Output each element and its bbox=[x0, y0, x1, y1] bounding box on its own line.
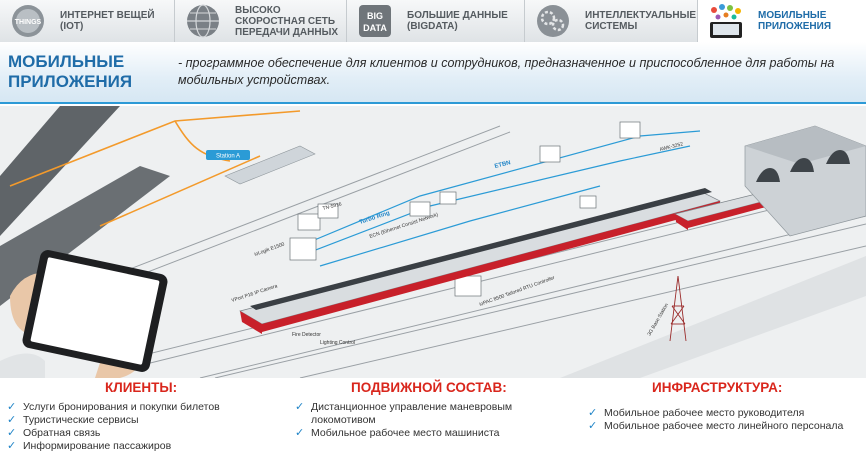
tab-label: ВЫСОКО СКОРОСТНАЯ СЕТЬ ПЕРЕДАЧИ ДАННЫХ bbox=[235, 4, 339, 38]
page-title: МОБИЛЬНЫЕ ПРИЛОЖЕНИЯ bbox=[8, 52, 133, 91]
check-icon: ✓ bbox=[7, 440, 17, 452]
access-point-label: AWK-3252 bbox=[659, 141, 684, 153]
check-icon: ✓ bbox=[588, 407, 598, 419]
svg-text:DATA: DATA bbox=[363, 23, 387, 33]
rolling-stock-column: ПОДВИЖНОЙ СОСТАВ: ✓Дистанционное управле… bbox=[293, 380, 583, 440]
infrastructure-list: ✓Мобильное рабочее место руководителя ✓М… bbox=[586, 407, 862, 433]
tab-internet-of-things[interactable]: THINGS ИНТЕРНЕТ ВЕЩЕЙ (IoT) bbox=[0, 0, 175, 42]
list-item: ✓Услуги бронирования и покупки билетов bbox=[7, 401, 220, 413]
tab-label: ИНТЕЛЛЕКТУАЛЬНЫЕ СИСТЕМЫ bbox=[585, 10, 697, 32]
list-item: ✓Туристические сервисы bbox=[7, 414, 139, 426]
tab-intelligent-systems[interactable]: ИНТЕЛЛЕКТУАЛЬНЫЕ СИСТЕМЫ bbox=[525, 0, 698, 42]
railway-network-illustration: Station A ETBN Turbo Ring ECN (Ethernet … bbox=[0, 106, 866, 378]
list-item: ✓Мобильное рабочее место линейного персо… bbox=[588, 420, 844, 432]
section-header: МОБИЛЬНЫЕ ПРИЛОЖЕНИЯ - программное обесп… bbox=[0, 42, 866, 104]
mobile-apps-icon bbox=[704, 2, 748, 40]
list-item: ✓Дистанционное управление маневровым лок… bbox=[295, 401, 513, 426]
list-item: ✓Мобильное рабочее место машиниста bbox=[295, 427, 500, 439]
blue-network-lines bbox=[299, 130, 701, 267]
infrastructure-column: ИНФРАСТРУКТУРА: ✓Мобильное рабочее место… bbox=[586, 380, 862, 433]
check-icon: ✓ bbox=[295, 427, 305, 439]
tab-label: ИНТЕРНЕТ ВЕЩЕЙ (IoT) bbox=[60, 10, 155, 32]
fire-detector-label: Fire Detector bbox=[292, 332, 321, 338]
switch-label: TN-5916 bbox=[322, 201, 343, 212]
train-depot bbox=[744, 125, 866, 237]
rolling-stock-heading: ПОДВИЖНОЙ СОСТАВ: bbox=[351, 380, 507, 395]
clients-heading: КЛИЕНТЫ: bbox=[105, 380, 178, 395]
tab-mobile-apps[interactable]: МОБИЛЬНЫЕ ПРИЛОЖЕНИЯ bbox=[698, 0, 866, 42]
list-item: ✓Мобильное рабочее место руководителя bbox=[588, 407, 805, 419]
etbn-label: ETBN bbox=[494, 160, 511, 170]
infrastructure-heading: ИНФРАСТРУКТУРА: bbox=[652, 380, 783, 395]
globe-network-icon bbox=[181, 2, 225, 40]
tab-label: МОБИЛЬНЫЕ ПРИЛОЖЕНИЯ bbox=[758, 10, 832, 32]
list-item: ✓Обратная связь bbox=[7, 427, 101, 439]
check-icon: ✓ bbox=[295, 401, 305, 413]
check-icon: ✓ bbox=[7, 414, 17, 426]
station-a: Station A bbox=[206, 145, 316, 185]
tablet-in-hands-image bbox=[0, 250, 168, 378]
category-tab-bar: THINGS ИНТЕРНЕТ ВЕЩЕЙ (IoT) ВЫСОКО СКОРО… bbox=[0, 0, 866, 42]
clients-list: ✓Услуги бронирования и покупки билетов ✓… bbox=[5, 401, 285, 453]
road-left bbox=[0, 106, 120, 236]
rolling-stock-list: ✓Дистанционное управление маневровым лок… bbox=[293, 401, 583, 440]
tab-big-data[interactable]: BIG DATA БОЛЬШИЕ ДАННЫЕ (BigData) bbox=[347, 0, 525, 42]
clients-column: КЛИЕНТЫ: ✓Услуги бронирования и покупки … bbox=[5, 380, 285, 453]
audience-columns: КЛИЕНТЫ: ✓Услуги бронирования и покупки … bbox=[0, 380, 866, 464]
tab-high-speed-network[interactable]: ВЫСОКО СКОРОСТНАЯ СЕТЬ ПЕРЕДАЧИ ДАННЫХ bbox=[175, 0, 347, 42]
check-icon: ✓ bbox=[588, 420, 598, 432]
cell-tower bbox=[669, 275, 687, 342]
lighting-control-label: Lighting Control bbox=[320, 340, 355, 346]
check-icon: ✓ bbox=[7, 427, 17, 439]
network-devices bbox=[289, 121, 641, 297]
station-label: Station A bbox=[216, 154, 240, 160]
svg-text:BIG: BIG bbox=[367, 11, 383, 21]
internet-of-things-icon: THINGS bbox=[6, 2, 50, 40]
brain-gears-icon bbox=[531, 2, 575, 40]
passenger-train bbox=[239, 188, 721, 334]
tab-label: БОЛЬШИЕ ДАННЫЕ (BigData) bbox=[407, 10, 508, 32]
list-item: ✓Информирование пассажиров bbox=[7, 440, 172, 452]
big-data-icon: BIG DATA bbox=[353, 2, 397, 40]
check-icon: ✓ bbox=[7, 401, 17, 413]
page-description: - программное обеспечение для клиентов и… bbox=[178, 56, 835, 87]
svg-text:THINGS: THINGS bbox=[15, 19, 42, 26]
